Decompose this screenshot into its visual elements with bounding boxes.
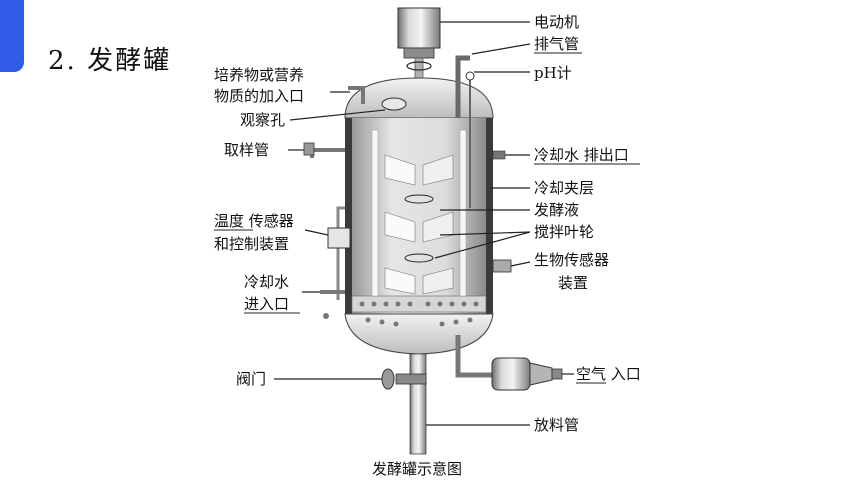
- motor: [397, 7, 441, 59]
- slide-heading: 2. 发酵罐: [48, 46, 172, 76]
- air-filter: [491, 357, 563, 391]
- label-bio-sensor: 生物传感器: [534, 251, 609, 269]
- baffle: [459, 129, 467, 297]
- sampling-pipe: [310, 148, 345, 158]
- discharge-pipe: [409, 353, 427, 455]
- temp-sensor-box: [327, 227, 351, 249]
- label-cooling-water-outlet: 冷却水 排出口: [534, 146, 629, 164]
- label-cooling-water-inlet: 进入口: [244, 295, 289, 313]
- label-fermentation-liquid: 发酵液: [534, 201, 579, 219]
- label-feed-inlet: 培养物或营养: [214, 66, 304, 84]
- air-inlet-pipe: [455, 335, 498, 378]
- impeller-upper: [384, 154, 454, 204]
- label-feed-inlet: 物质的加入口: [214, 87, 304, 105]
- label-sampling-pipe: 取样管: [224, 141, 269, 159]
- label-ph-meter: pH计: [534, 64, 572, 82]
- sparger-holes: [359, 301, 479, 327]
- ph-probe-head: [465, 71, 475, 81]
- bio-sensor: [492, 259, 512, 273]
- label-cooling-jacket: 冷却夹层: [534, 179, 594, 197]
- label-observation-hole: 观察孔: [240, 111, 285, 129]
- label-bio-sensor: 装置: [558, 274, 588, 292]
- temp-sensor-line: [336, 206, 345, 300]
- label-exhaust-pipe: 排气管: [534, 35, 579, 53]
- rotation-arrow: [406, 61, 432, 71]
- valve-handwheel: [381, 368, 395, 390]
- cooling-inlet-fitting: [323, 313, 329, 319]
- label-temp-sensor: 温度 传感器: [214, 212, 294, 230]
- leader-lines: [274, 21, 574, 426]
- label-motor: 电动机: [534, 13, 579, 31]
- diagram-caption: 发酵罐示意图: [372, 460, 462, 478]
- cooling-water-outlet-stub: [492, 150, 506, 160]
- baffle: [371, 129, 379, 297]
- label-discharge-pipe: 放料管: [534, 416, 579, 434]
- impeller-lower: [384, 267, 454, 295]
- feed-inlet-pipe: [348, 86, 365, 104]
- slide-accent-bar: [0, 0, 24, 72]
- sparger-plate: [351, 295, 487, 313]
- label-cooling-water-inlet: 冷却水: [244, 273, 289, 291]
- label-air-inlet: 空气 入口: [576, 365, 641, 383]
- valve-body: [395, 373, 427, 385]
- sampling-valve: [303, 142, 315, 156]
- label-temp-sensor: 和控制装置: [214, 235, 289, 253]
- exhaust-pipe: [455, 55, 470, 118]
- label-impeller: 搅拌叶轮: [534, 223, 594, 241]
- label-valve: 阀门: [236, 370, 266, 388]
- observation-window: [381, 97, 407, 111]
